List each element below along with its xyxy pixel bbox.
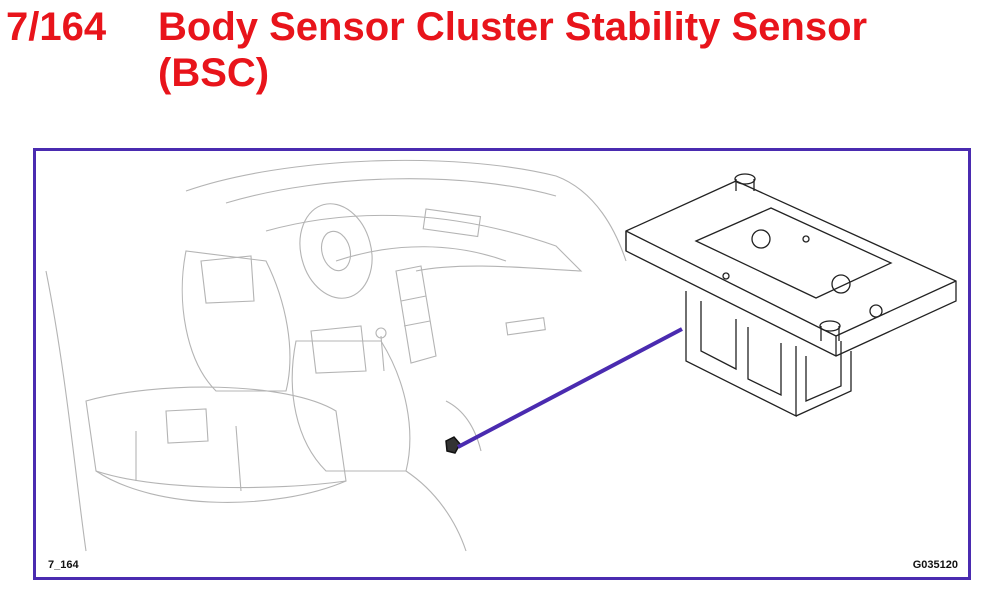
sensor-location-marker (445, 436, 461, 454)
page-title: Body Sensor Cluster Stability Sensor (BS… (158, 5, 868, 95)
figure-code-left: 7_164 (48, 559, 79, 571)
bsc-sensor-drawing (625, 173, 957, 418)
figure-number: 7/164 (6, 5, 107, 49)
leader-line (457, 327, 683, 449)
diagram-frame: 7_164 G035120 (33, 148, 971, 580)
vehicle-interior-drawing (45, 159, 627, 552)
diagram-illustration (45, 159, 957, 552)
figure-code-right: G035120 (912, 559, 958, 571)
